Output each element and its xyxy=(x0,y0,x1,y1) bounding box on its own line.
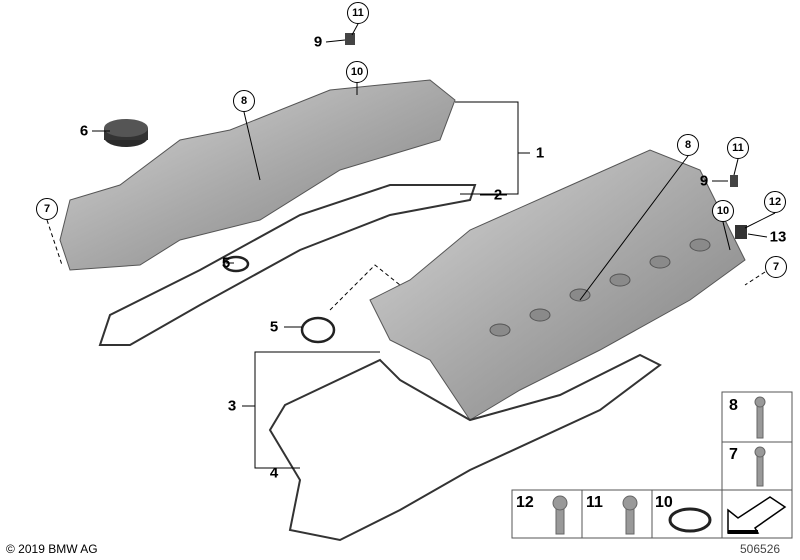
label-3: 3 xyxy=(227,397,237,415)
label-5: 5 xyxy=(221,254,231,272)
callout-8: 8 xyxy=(233,90,255,112)
callout-11: 11 xyxy=(347,2,369,24)
callout-12: 12 xyxy=(764,191,786,213)
label-4: 4 xyxy=(269,464,279,482)
label-9: 9 xyxy=(313,33,323,51)
callout-8: 8 xyxy=(677,134,699,156)
valve-cover-small xyxy=(59,79,456,271)
table-cell-7: 7 xyxy=(729,446,738,463)
label-1: 1 xyxy=(535,144,545,162)
label-2: 2 xyxy=(493,186,503,204)
image-number: 506526 xyxy=(740,542,781,556)
table-cell-10: 10 xyxy=(655,494,673,511)
table-cell-8: 8 xyxy=(729,397,738,414)
label-6: 6 xyxy=(79,122,89,140)
arrow-symbol-icon xyxy=(727,496,787,534)
callout-11: 11 xyxy=(727,137,749,159)
callout-10: 10 xyxy=(712,200,734,222)
gasket-lower xyxy=(268,353,662,542)
label-5: 5 xyxy=(269,318,279,336)
valve-cover-large xyxy=(369,149,746,421)
callout-7: 7 xyxy=(36,198,58,220)
label-9: 9 xyxy=(699,172,709,190)
o-ring-icon xyxy=(668,507,712,533)
table-cell-11: 11 xyxy=(586,494,603,511)
label-13: 13 xyxy=(769,228,787,246)
copyright: © 2019 BMW AG xyxy=(6,542,98,556)
callout-7: 7 xyxy=(765,256,787,278)
gasket-upper xyxy=(98,184,477,346)
table-cell-12: 12 xyxy=(516,494,534,511)
callout-10: 10 xyxy=(346,61,368,83)
